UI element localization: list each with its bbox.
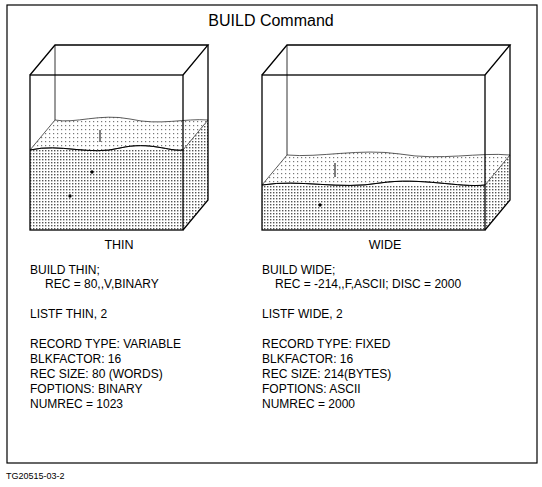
command-text: NUMREC = 2000 xyxy=(262,397,355,411)
command-text: BLKFACTOR: 16 xyxy=(262,352,353,366)
container-name: THIN xyxy=(104,238,133,252)
thin-container xyxy=(30,45,208,230)
command-text: FOPTIONS: ASCII xyxy=(262,382,361,396)
command-text: BUILD THIN; xyxy=(30,263,100,277)
command-text: LISTF WIDE, 2 xyxy=(262,307,343,321)
figure-id: TG20515-03-2 xyxy=(6,469,65,483)
command-text: BLKFACTOR: 16 xyxy=(30,352,121,366)
command-text: REC SIZE: 214(BYTES) xyxy=(262,367,391,381)
wide-container xyxy=(262,45,510,230)
container-figure: WIDE xyxy=(262,45,510,257)
container-figure: THIN xyxy=(30,45,208,257)
command-text: FOPTIONS: BINARY xyxy=(30,382,142,396)
command-text: REC SIZE: 80 (WORDS) xyxy=(30,367,163,381)
frame xyxy=(7,5,537,463)
container-name: WIDE xyxy=(369,238,402,252)
command-text: LISTF THIN, 2 xyxy=(30,307,107,321)
command-text: RECORD TYPE: VARIABLE xyxy=(30,337,181,351)
diagram-title: BUILD Command xyxy=(0,12,542,30)
command-text: NUMREC = 1023 xyxy=(30,397,123,411)
command-text: BUILD WIDE; xyxy=(262,263,335,277)
command-text: REC = 80,,V,BINARY xyxy=(45,277,159,291)
command-text: REC = -214,,F,ASCII; DISC = 2000 xyxy=(275,277,461,291)
command-text: RECORD TYPE: FIXED xyxy=(262,337,390,351)
